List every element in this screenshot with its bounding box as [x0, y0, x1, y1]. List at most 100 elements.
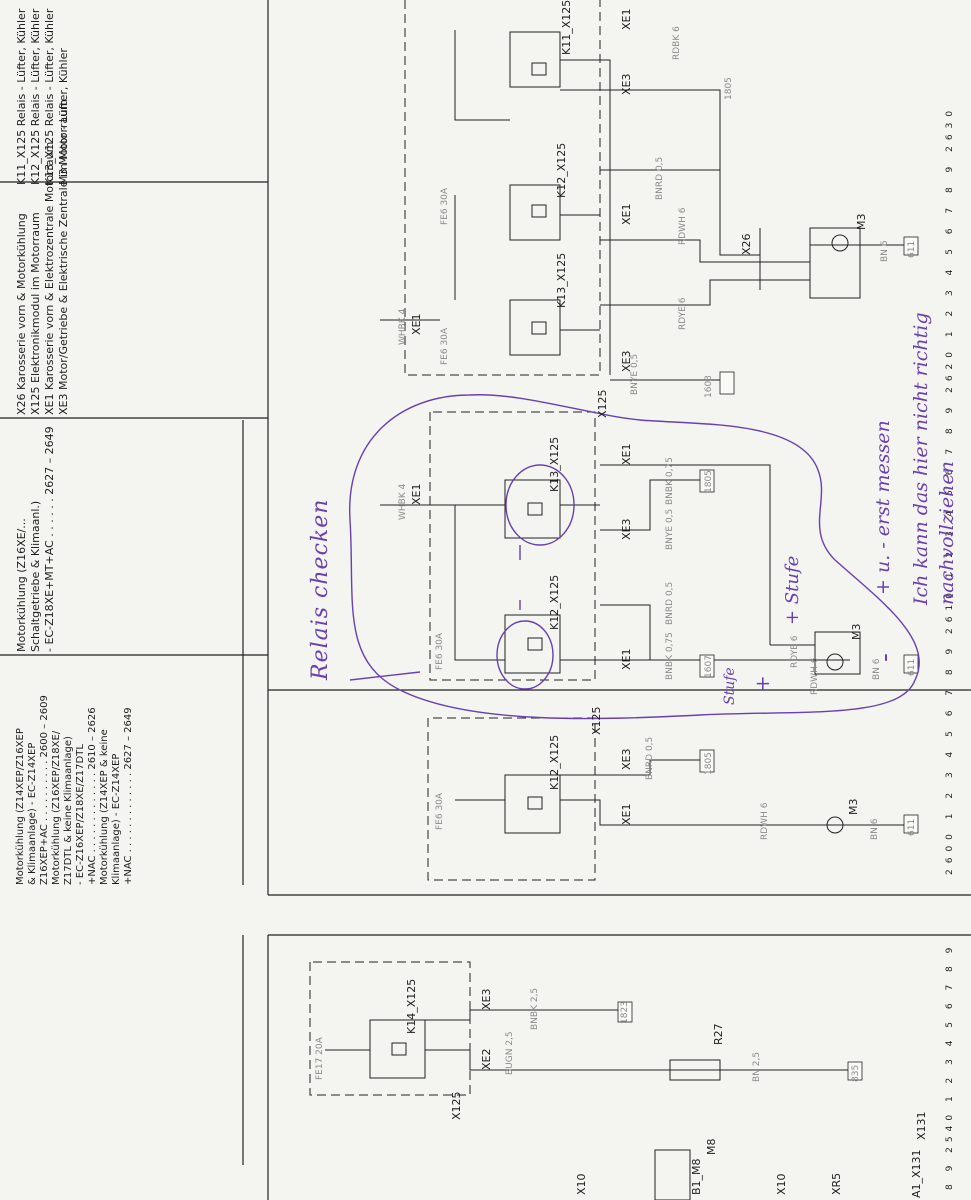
wire-label: RDWH 6	[810, 657, 820, 695]
wire-label: WHBK 4	[398, 308, 408, 345]
label-x131: X131	[915, 1111, 928, 1140]
terminal-label: 1607	[704, 655, 714, 678]
legend-item: Motorkühlung (Z14XEP/Z16XEP	[15, 728, 26, 885]
motor-m3-lower	[826, 816, 844, 834]
label-x125-c: X125	[450, 1091, 463, 1120]
handwriting-stufe-small: Stufe	[722, 667, 738, 705]
wire-label: RDYE 6	[790, 635, 800, 668]
legend-item: +NAC . . . . . . . . . . . . . 2627 – 26…	[123, 707, 134, 885]
handwriting-relais-checken: Relais checken	[308, 498, 333, 680]
label-k14: K14_X125	[405, 978, 418, 1034]
wire-label: BNYE 0,5	[665, 508, 675, 550]
label-x125-b: X125	[590, 706, 603, 735]
legend-item: XE3 Motor/Getriebe & Elektrische Zentral…	[57, 99, 70, 415]
wire-label: RDBK 6	[672, 26, 682, 60]
relay-k14-box	[369, 1019, 426, 1079]
legend-left-top: Motorkühlung (Z16XE/... Schaltgetriebe &…	[15, 422, 57, 652]
label-b1m8: B1_M8	[690, 1158, 703, 1195]
wire-label: BNBK 0,75	[665, 457, 675, 505]
label-a1x131: A1_X131	[910, 1149, 923, 1198]
label-xe1-top: XE1	[620, 8, 633, 30]
motor-m3	[826, 653, 844, 671]
terminal-label: 1603	[704, 375, 714, 398]
label-xe3-d: XE3	[480, 988, 493, 1010]
label-m3: M3	[850, 623, 863, 641]
wire-label: BN 2,5	[752, 1051, 762, 1082]
wire-label: BNBK 0,75	[665, 632, 675, 680]
label-r27: R27	[712, 1023, 725, 1045]
label-xe3-b: XE3	[620, 518, 633, 540]
label-xe1-d: XE1	[620, 443, 633, 465]
relay-k12-box	[504, 614, 561, 674]
terminal-label: 611	[907, 818, 917, 836]
legend-item: - EC-Z16XEP/Z18XE/Z17DTL	[75, 744, 86, 885]
legend-item: Z16XEP+AC . . . . . . . . . . 2600 – 260…	[39, 695, 50, 885]
wire-label: BN 6	[870, 818, 880, 841]
legend-item: Motorkühlung (Z16XEP/Z18XE/	[51, 730, 62, 885]
page-scale-lower: 8 9 2540 1 2 3 4 5 6 7 8 9	[945, 942, 955, 1190]
motor-m3-top	[831, 234, 849, 252]
terminal-label: 611	[907, 240, 917, 258]
relay-k11-box	[509, 31, 561, 88]
wire-label: BNBK 2,5	[530, 987, 540, 1030]
label-k12-top: K12_X125	[555, 142, 568, 198]
label-xe2: XE2	[480, 1048, 493, 1070]
wire-label: RDWH 6	[760, 802, 770, 840]
legend-mid: X26 Karosserie vorn & Motorkühlung X125 …	[15, 99, 71, 415]
legend-item: K11_X125 Relais - Lüfter, Kühler	[15, 8, 28, 185]
label-xe1-e: XE1	[620, 648, 633, 670]
terminal-label: 1823	[620, 1001, 630, 1024]
legend-item: Motorkühlung (Z14XEP & keine	[99, 729, 110, 885]
terminal-label: 1805	[724, 77, 734, 100]
label-xe1-a: XE1	[620, 203, 633, 225]
handwriting-note: Ich kann das hier nicht richtig nachvoll…	[910, 312, 958, 605]
legend-item: Klimaanlage) - EC-Z14XEP	[111, 753, 122, 885]
label-x10-a: X10	[575, 1173, 588, 1195]
motor-m3-top-box	[809, 227, 861, 299]
wire-label: BUGN 2,5	[505, 1031, 515, 1075]
fuse-fe6-c: FE6 30A	[435, 632, 445, 670]
legend-item: K12_X125 Relais - Lüfter, Kühler	[29, 8, 42, 185]
motor-m3-box	[814, 631, 861, 675]
label-k11: K11_X125	[560, 0, 573, 55]
label-k12: K12_X125	[548, 574, 561, 630]
label-k13: K13_X125	[548, 436, 561, 492]
handwriting-plus: +	[750, 675, 774, 692]
legend-item: +NAC . . . . . . . . . . . . . 2610 – 26…	[87, 707, 98, 885]
legend-item: Schaltgetriebe & Klimaanl.)	[29, 500, 42, 652]
label-xe3-c: XE3	[620, 748, 633, 770]
label-k12-lower: K12_X125	[548, 734, 561, 790]
annotation-relay-circle	[505, 464, 575, 546]
wire-label: BN 6	[880, 240, 890, 263]
label-k13-top: K13_X125	[555, 252, 568, 308]
handwriting-stufe-plus: + Stufe	[782, 555, 803, 625]
relay-k12-box-lower	[504, 774, 561, 834]
legend-item: XE1 Karosserie vorn & Elektrozentrale Mo…	[43, 141, 56, 415]
fuse-fe6-a: FE6 30A	[440, 187, 450, 225]
label-x10-b: X10	[775, 1173, 788, 1195]
label-xr5: XR5	[830, 1172, 843, 1195]
legend-item: - EC-Z18XE+MT+AC . . . . . . 2627 – 2649	[43, 426, 56, 652]
terminal-label: 1805	[704, 470, 714, 493]
annotation-relay-circle	[496, 620, 554, 690]
wire-label: RDWH 6	[678, 207, 688, 245]
label-m3-top: M3	[855, 213, 868, 231]
wire-label: BNYE 0,5	[630, 353, 640, 395]
wire-label: BNRD 0,5	[645, 736, 655, 780]
fuse-fe17: FE17 20A	[315, 1037, 325, 1080]
fuse-fe6-d: FE6 30A	[435, 792, 445, 830]
resistor-r27	[669, 1059, 721, 1081]
label-x26: X26	[740, 233, 753, 255]
relay-k13-box	[504, 479, 561, 539]
label-m3-lower: M3	[847, 798, 860, 816]
wire-label: BNRD 0,5	[665, 581, 675, 625]
annotation-circle	[349, 394, 920, 720]
fuse-fe6-b: FE6 30A	[440, 327, 450, 365]
legend-left-bottom: Motorkühlung (Z14XEP/Z16XEP & Klimaanlag…	[15, 670, 135, 885]
legend-item: X26 Karosserie vorn & Motorkühlung	[15, 213, 28, 415]
label-x125-a: X125	[596, 389, 609, 418]
wire-label: BNRD 0,5	[655, 156, 665, 200]
wire-label: WHBK 4	[398, 483, 408, 520]
